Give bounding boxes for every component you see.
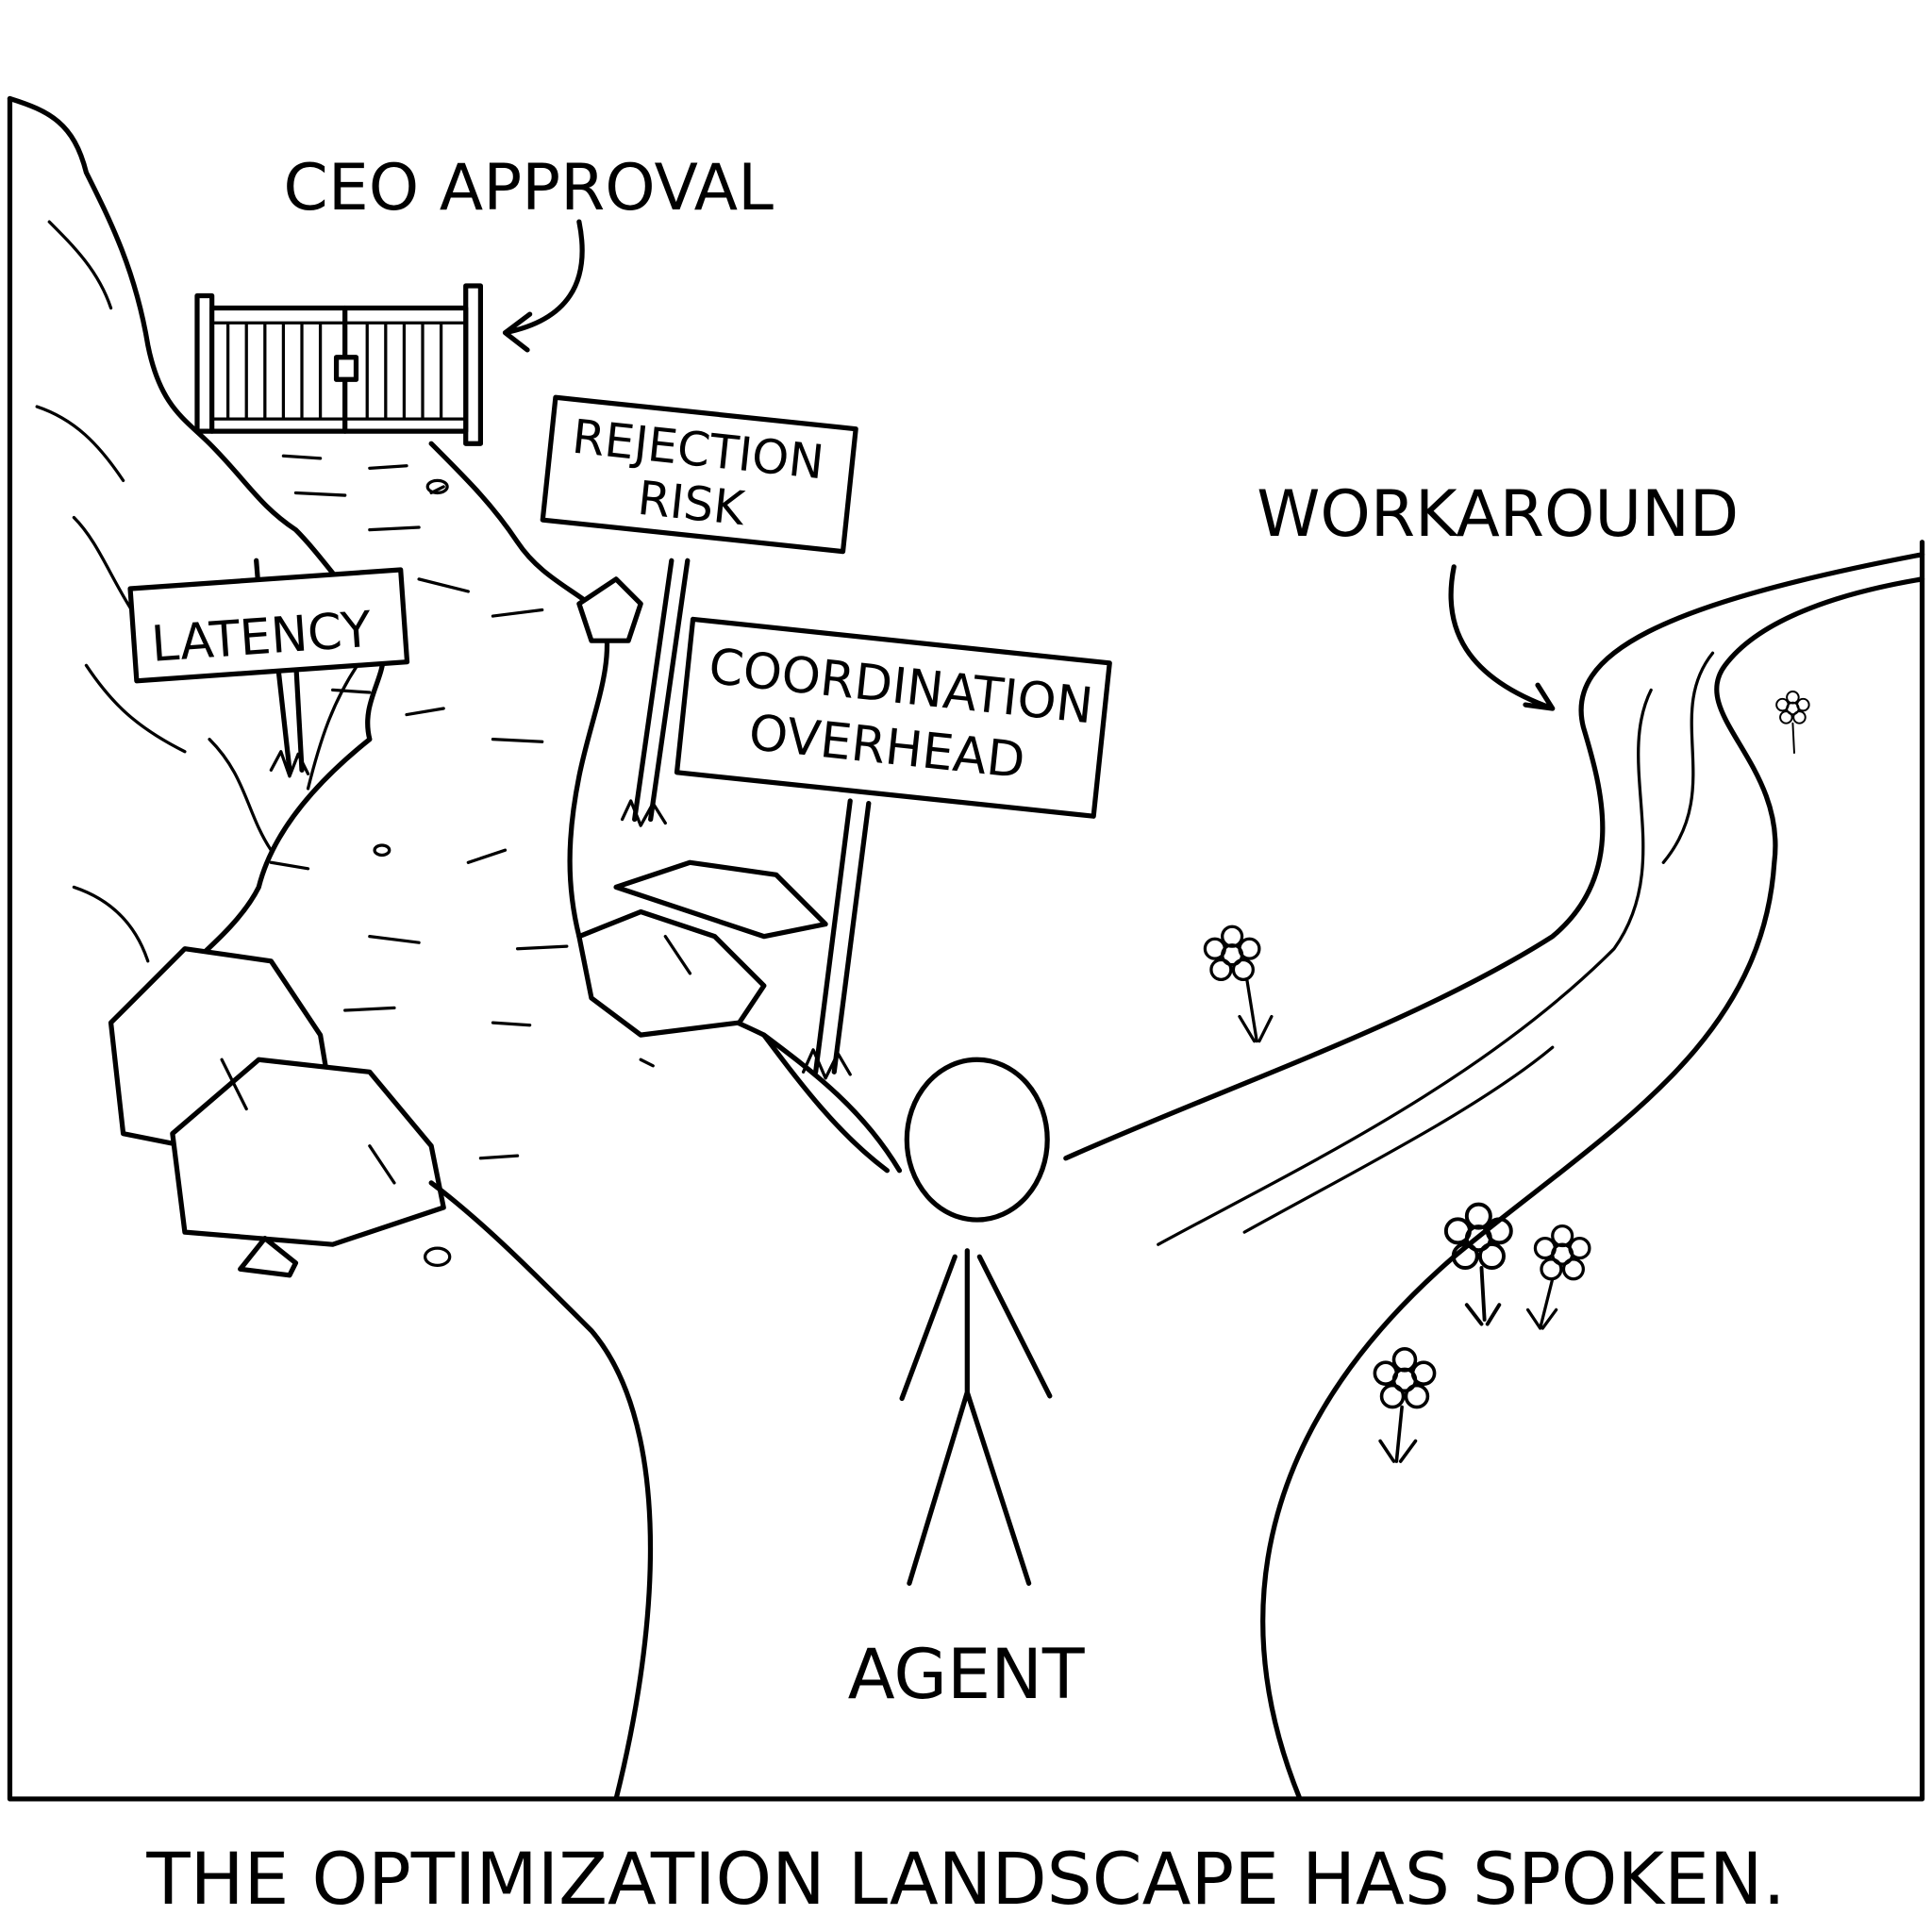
locked-gate [194,219,585,446]
workaround-road [1063,552,1925,1802]
flower-icon [1525,1224,1591,1330]
flower-icon [1775,691,1810,755]
rocky-cliff [7,95,903,1802]
rejection-risk-sign: REJECTION RISK [540,394,858,827]
flowers [1203,691,1810,1463]
workaround-label: WORKAROUND [1257,477,1739,552]
agent-stick-figure [899,1057,1053,1586]
padlock-icon [333,355,359,382]
agent-label: AGENT [848,1635,1085,1715]
coordination-overhead-sign: COORDINATION OVERHEAD [674,616,1112,1080]
rocky-path-marks [269,454,655,1268]
flower-icon [1373,1347,1437,1463]
flower-icon [1443,1202,1513,1326]
gate-label: CEO APPROVAL [283,151,774,225]
rejection-sign-line2: RISK [635,471,748,537]
flower-icon [1203,924,1274,1043]
latency-sign: LATENCY [127,558,410,778]
comic-caption: THE OPTIMIZATION LANDSCAPE HAS SPOKEN. [145,1838,1785,1921]
panel-frame [7,95,1925,1802]
